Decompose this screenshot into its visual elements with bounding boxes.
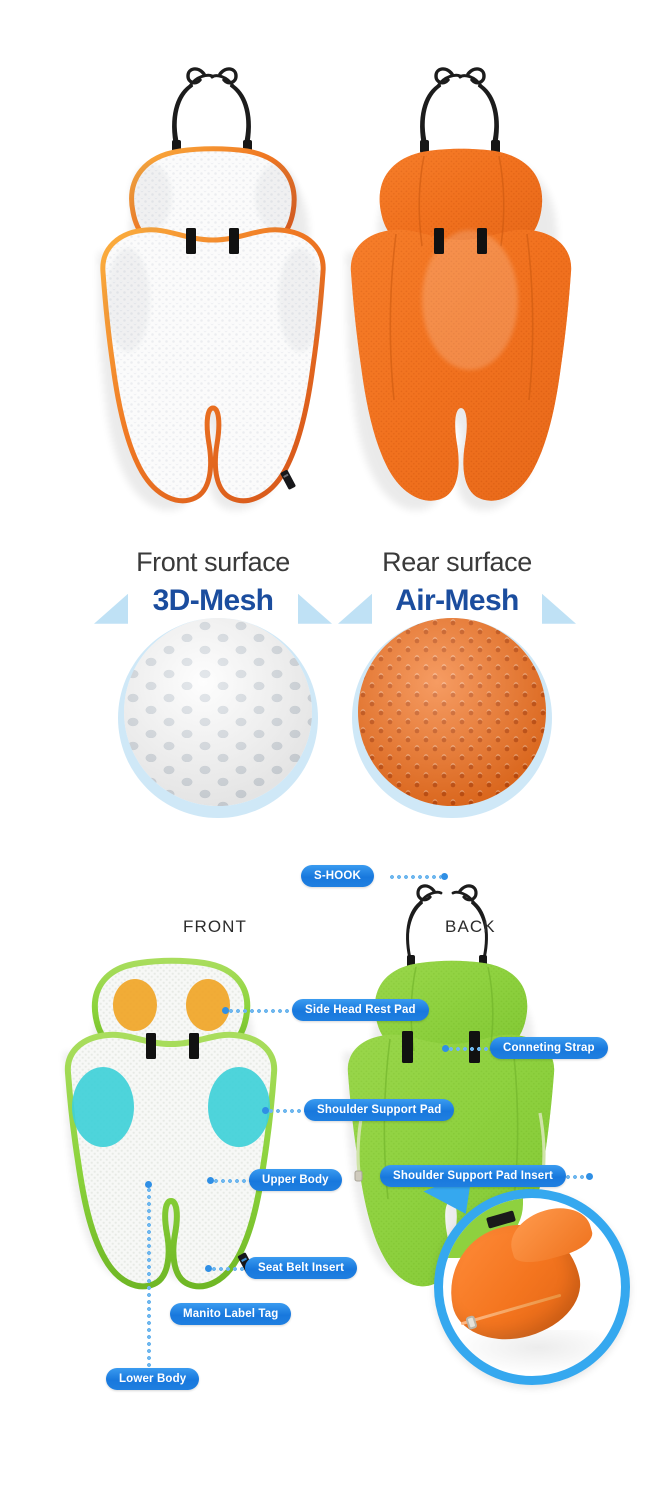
front-connecting-strap xyxy=(186,228,196,254)
rear-elastic-straps xyxy=(420,73,499,150)
callout-conneting-strap[interactable]: Conneting Strap xyxy=(490,1037,608,1059)
rear-surface-caption: Rear surface Air-Mesh xyxy=(332,547,582,624)
callout-seat-belt-insert[interactable]: Seat Belt Insert xyxy=(245,1257,358,1279)
air-mesh-texture xyxy=(358,618,546,806)
parts-diagram-illustration xyxy=(63,884,555,1290)
callout-manito-label-tag[interactable]: Manito Label Tag xyxy=(170,1303,292,1325)
callout-lower-body[interactable]: Lower Body xyxy=(106,1368,200,1390)
mesh-shading xyxy=(358,618,546,806)
rear-connecting-strap xyxy=(434,228,444,254)
front-surface-caption: Front surface 3D-Mesh xyxy=(88,547,338,624)
mesh-shading xyxy=(124,618,312,806)
leader-upper-body xyxy=(207,1177,251,1184)
strap-tab xyxy=(420,140,429,153)
parts-diagram-section: FRONT BACK xyxy=(0,855,670,1500)
leader-dots xyxy=(214,1178,251,1183)
three-d-mesh-texture xyxy=(124,618,312,806)
leader-dots xyxy=(269,1108,306,1113)
callout-shoulder-support-pad[interactable]: Shoulder Support Pad xyxy=(304,1099,455,1121)
rear-seam-lines xyxy=(389,155,534,401)
back-view-label: BACK xyxy=(445,917,496,936)
leader-endpoint xyxy=(222,1007,229,1014)
leader-dots xyxy=(390,874,441,879)
back-s-hook-icon xyxy=(416,884,478,902)
leader-endpoint xyxy=(442,1045,449,1052)
callout-shoulder-support-pad-insert[interactable]: Shoulder Support Pad Insert xyxy=(380,1165,566,1187)
callout-s-hook[interactable]: S-HOOK xyxy=(301,865,374,887)
front-elastic-straps xyxy=(172,73,251,150)
leader-dots xyxy=(229,1008,292,1013)
leader-s-hook xyxy=(390,873,448,880)
side-head-rest-pad-right xyxy=(186,979,230,1031)
leader-lower-body xyxy=(145,1181,152,1379)
front-surface-product-photo xyxy=(98,67,326,511)
product-photo-section xyxy=(0,0,670,540)
air-mesh-closeup xyxy=(352,618,552,818)
zoom-floor-shadow xyxy=(453,1330,621,1374)
strap-tab xyxy=(407,955,415,967)
back-connecting-strap-left xyxy=(402,1031,413,1063)
leader-dots xyxy=(212,1266,247,1271)
leader-endpoint xyxy=(262,1107,269,1114)
product-photos-illustration xyxy=(98,67,572,511)
leader-shoulder-support-pad xyxy=(262,1107,306,1114)
front-connecting-strap-right xyxy=(189,1033,199,1059)
front-connecting-strap-left xyxy=(146,1033,156,1059)
front-manito-label-tag xyxy=(280,469,296,490)
callout-upper-body[interactable]: Upper Body xyxy=(249,1169,342,1191)
leader-dots xyxy=(449,1046,494,1051)
rear-surface-subtitle: Air-Mesh xyxy=(395,583,519,617)
rear-surface-product-photo xyxy=(346,67,572,511)
rear-surface-title: Rear surface xyxy=(382,547,532,577)
front-view-label: FRONT xyxy=(183,917,248,936)
leader-conneting-strap xyxy=(442,1045,494,1052)
shoulder-support-pad-left xyxy=(72,1067,134,1147)
front-connecting-strap xyxy=(229,228,239,254)
back-view-diagram xyxy=(343,884,555,1287)
rear-s-hook-icon xyxy=(434,67,486,85)
leader-dots xyxy=(146,1188,151,1379)
leader-seat-belt-insert xyxy=(205,1265,247,1272)
leader-endpoint xyxy=(586,1173,593,1180)
front-body-panel xyxy=(100,227,326,504)
three-d-mesh-closeup xyxy=(118,618,318,818)
callout-side-head-rest-pad[interactable]: Side Head Rest Pad xyxy=(292,999,429,1021)
shoulder-support-pad-right xyxy=(208,1067,270,1147)
leader-endpoint xyxy=(205,1265,212,1272)
leader-endpoint xyxy=(207,1177,214,1184)
strap-tab xyxy=(491,140,500,153)
leader-endpoint xyxy=(441,873,448,880)
rear-highlight xyxy=(422,230,518,370)
front-quilt-shading xyxy=(106,163,322,352)
front-s-hook-icon xyxy=(186,67,238,85)
front-surface-title: Front surface xyxy=(136,547,290,577)
rear-connecting-strap xyxy=(477,228,487,254)
front-surface-subtitle: 3D-Mesh xyxy=(152,583,274,617)
leader-endpoint xyxy=(145,1181,152,1188)
shoulder-support-pad-insert-zoom-view xyxy=(434,1189,630,1385)
front-view-diagram xyxy=(63,957,278,1290)
leader-side-head-rest-pad xyxy=(222,1007,292,1014)
side-head-rest-pad-left xyxy=(113,979,157,1031)
